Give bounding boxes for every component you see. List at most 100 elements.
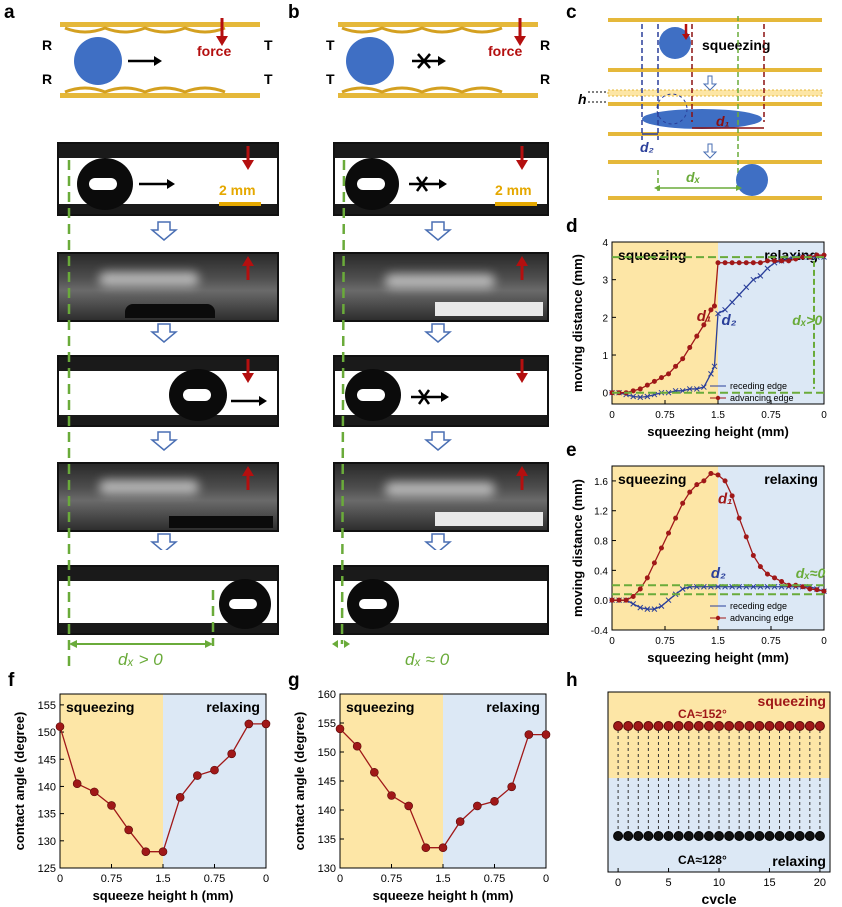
data-point — [141, 847, 151, 856]
y-tick-label: 125 — [38, 863, 56, 875]
top-plate — [338, 22, 538, 34]
data-point — [658, 375, 664, 381]
y-tick-label: 0 — [602, 389, 608, 400]
dx-indicator-a — [67, 160, 215, 668]
data-point — [711, 363, 718, 370]
data-point-relaxing — [734, 831, 745, 841]
x-tick-label: 1.5 — [711, 636, 725, 647]
x-tick-label: 0.75 — [101, 873, 122, 885]
flow-arrows-b — [424, 221, 452, 550]
y-tick-label: 140 — [318, 805, 336, 817]
d2-label: d₂ — [640, 139, 654, 155]
data-point — [673, 515, 679, 521]
x-axis-label: squeeze height h (mm) — [373, 888, 514, 903]
y-tick-label: 0.0 — [594, 596, 608, 607]
scale-bar — [219, 202, 261, 206]
data-point-squeezing — [673, 721, 684, 731]
data-point-relaxing — [683, 831, 694, 841]
x-tick-label: 1.5 — [711, 410, 725, 421]
data-point-relaxing — [764, 831, 775, 841]
y-tick-label: 135 — [38, 809, 56, 821]
dx-label: dₓ — [686, 169, 701, 185]
data-point — [814, 587, 820, 593]
data-point — [55, 722, 65, 731]
data-point-relaxing — [693, 831, 704, 841]
scale-bar-label: 2 mm — [219, 182, 256, 198]
y-tick-label: 1.2 — [594, 507, 608, 518]
y-tick-label: 3 — [602, 276, 608, 287]
annotation-d1: d₁ — [718, 490, 732, 507]
data-point — [651, 606, 658, 612]
y-tick-label: 2 — [602, 313, 608, 324]
data-point — [193, 771, 202, 780]
y-tick-label: 145 — [318, 776, 336, 788]
data-point-squeezing — [754, 721, 765, 731]
x-axis-label: squeezing height (mm) — [647, 650, 789, 665]
data-point — [764, 258, 770, 264]
data-point — [665, 597, 672, 604]
x-tick-label: 0 — [821, 410, 827, 421]
scale-bar — [495, 202, 537, 206]
photo-a3 — [57, 355, 279, 427]
data-point — [227, 749, 236, 759]
data-point — [715, 472, 721, 478]
data-point — [438, 843, 448, 852]
photo-a2 — [57, 252, 279, 322]
x-tick-label: 0.75 — [655, 636, 675, 647]
legend-marker-advancing — [715, 395, 721, 401]
data-point — [722, 306, 728, 313]
data-point-relaxing — [623, 831, 634, 841]
data-point — [370, 768, 379, 777]
dx-a-label: dₓ > 0 — [118, 650, 163, 669]
data-point — [175, 793, 185, 802]
data-point — [757, 273, 764, 279]
x-tick-label: 0.75 — [381, 873, 402, 885]
force-up-icon — [242, 466, 254, 490]
legend-receding: receding edge — [730, 381, 787, 391]
y-tick-label: 140 — [38, 781, 56, 793]
data-point-squeezing — [693, 721, 704, 731]
force-label: force — [488, 43, 522, 59]
data-point-squeezing — [643, 721, 654, 731]
data-point — [743, 260, 749, 266]
data-point — [90, 787, 99, 797]
label-R-top: R — [540, 37, 550, 53]
data-point-relaxing — [784, 831, 795, 841]
data-point — [821, 588, 827, 594]
photo-b3 — [333, 355, 549, 427]
data-point — [736, 515, 742, 521]
y-tick-label: -0.4 — [591, 626, 609, 637]
data-point — [637, 604, 644, 611]
x-tick-label: 0 — [543, 873, 549, 885]
data-point — [772, 258, 778, 264]
annotation-ca-relax: CA≈128° — [678, 853, 727, 867]
region-label-squeezing: squeezing — [758, 693, 826, 709]
x-tick-label: 15 — [763, 877, 775, 889]
data-point — [616, 597, 622, 603]
force-up-icon — [242, 256, 254, 280]
y-tick-label: 145 — [38, 754, 56, 766]
photo-b4 — [333, 462, 549, 532]
x-tick-label: 10 — [713, 877, 725, 889]
x-tick-label: 0 — [615, 877, 621, 889]
data-point — [764, 571, 770, 577]
photo-b5 — [333, 565, 549, 635]
data-point — [637, 394, 644, 401]
d1-label: d₁ — [716, 113, 730, 129]
annotation-ca-squeeze: CA≈152° — [678, 707, 727, 721]
data-point-relaxing — [703, 831, 714, 841]
y-axis-label: contact angle (degree) — [12, 712, 27, 851]
h-label: h — [578, 91, 587, 107]
data-point — [541, 730, 551, 739]
x-tick-label: 20 — [814, 877, 826, 889]
data-point — [729, 299, 735, 306]
relaxing-region — [443, 694, 546, 868]
y-axis-label: moving distance (mm) — [570, 479, 585, 617]
data-point — [715, 583, 721, 590]
data-point — [722, 260, 728, 266]
data-point — [715, 260, 721, 266]
data-point-relaxing — [794, 831, 805, 841]
data-point — [708, 470, 714, 476]
